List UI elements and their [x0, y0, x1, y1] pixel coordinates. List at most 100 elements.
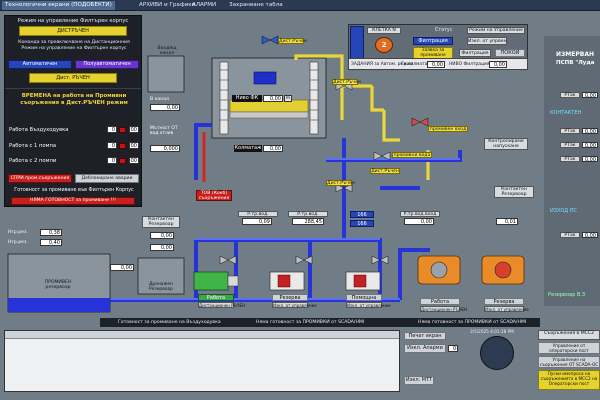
- pump-3-state: Помощна: [346, 294, 382, 301]
- flow-value-2: 166: [350, 220, 374, 227]
- turbidity-value[interactable]: 0,000: [150, 145, 180, 152]
- level2-label: Нгр.рез.: [8, 240, 28, 245]
- flow-value-1: 166: [350, 211, 374, 218]
- row-blower-sec[interactable]: 00: [129, 126, 139, 133]
- ptr-value[interactable]: 0,09: [242, 218, 272, 225]
- mcc-title: Съоръжения в MCC2: [538, 330, 600, 340]
- setpoint-label: ЗАДАНИЯ за Автом. режим: [351, 62, 414, 67]
- valve-main[interactable]: [373, 151, 391, 161]
- setpoint-value-2[interactable]: 0,00: [489, 61, 507, 68]
- tab-alarms[interactable]: АЛАРМИ: [192, 2, 217, 8]
- rest-button[interactable]: ПОКОЙ: [495, 49, 525, 57]
- row-label-pump2: Работа с 2 помпи: [9, 158, 57, 164]
- semi-auto-button[interactable]: Полуавтоматичен: [75, 60, 139, 69]
- channel-value[interactable]: 0,00: [150, 104, 180, 111]
- meas-row-5-value[interactable]: 0,00: [582, 232, 598, 239]
- blower-1[interactable]: [417, 255, 461, 285]
- valve-air-2[interactable]: [411, 117, 429, 127]
- valve-bottom-3[interactable]: [371, 255, 389, 265]
- row-pump1-sec[interactable]: 00: [129, 142, 139, 149]
- inlet-value[interactable]: 0,00: [263, 145, 283, 152]
- wash-reservoir-label: ПРОМИВЕН резервоар: [44, 280, 72, 290]
- blower-2[interactable]: [481, 255, 525, 285]
- level-unit: m: [284, 95, 292, 102]
- inlet-label: Колматаж: [234, 145, 262, 152]
- ptr-label: Р.тр.вод.: [238, 211, 278, 217]
- excluded-label: Изкл. от упрвен.: [467, 37, 509, 45]
- blower-1-tag: Дистанционен РЪЧЕН: [420, 306, 468, 312]
- level1-value[interactable]: 0,38: [40, 229, 62, 236]
- pump-2-tag: Изкл. от управление: [272, 302, 317, 308]
- mtt-off-button[interactable]: Изкл. MTT: [404, 376, 434, 385]
- pump-1[interactable]: [193, 271, 239, 291]
- status-bar: Готовност за промиване на Въздуходувка Н…: [100, 318, 540, 327]
- filter-left-gauge: [219, 61, 229, 135]
- blower-2-tag: Изкл. от управление: [484, 306, 529, 312]
- meas-row-5-label: РТак: [560, 232, 580, 238]
- valve-bottom-2[interactable]: [295, 255, 313, 265]
- left-control-panel: Режим на управление Филтърен корпус ДИСТ…: [4, 15, 142, 207]
- cmd-title: Команда за превключване на Дистанционния…: [18, 40, 130, 51]
- level2-value[interactable]: 0,40: [40, 239, 62, 246]
- air-value[interactable]: 0,00: [404, 218, 434, 225]
- row-pump1-min[interactable]: 0: [107, 142, 117, 149]
- inlet-channel-title: Входящ канал: [157, 46, 177, 56]
- row-blower-indicator: [119, 127, 126, 133]
- reserve-a-value[interactable]: 0,00: [150, 232, 174, 239]
- reserve-b-value[interactable]: 0,00: [150, 244, 174, 251]
- contact-reservoir-label: Контактен Резервоар: [494, 186, 534, 198]
- auto-button[interactable]: Автоматичен: [8, 60, 72, 69]
- meas-row-3-value[interactable]: 0,00: [582, 142, 598, 149]
- turbidity-label: Мътност ОТ вод.отлив: [150, 126, 178, 136]
- alarm-off-button[interactable]: Изкл. Аларми: [404, 344, 446, 353]
- valve-top[interactable]: [261, 35, 279, 45]
- valve-center[interactable]: [335, 183, 353, 193]
- meas-row-4-value[interactable]: 0,00: [582, 156, 598, 163]
- inlet-channel-box: [147, 55, 185, 93]
- unblock-button[interactable]: Деблокиране аварии: [75, 174, 139, 183]
- setpoint-cap1: Гр.колматаж: [401, 62, 432, 67]
- clock-icon: [480, 336, 514, 370]
- scada-control-button[interactable]: Управление на съоръжения ОТ SCADA-OC: [538, 356, 600, 368]
- pin-label: Р.тр.вод.: [288, 211, 328, 217]
- setpoint-value-1[interactable]: 0,00: [427, 61, 445, 68]
- tab-tech-screens[interactable]: Технологични екрани (ПОДОБЕКТИ): [2, 1, 115, 10]
- row-pump2-sec[interactable]: 00: [129, 157, 139, 164]
- row-pump2-min[interactable]: 0: [107, 157, 117, 164]
- pump-3[interactable]: [345, 271, 381, 291]
- wash-request-button[interactable]: Заявка за промиване: [413, 47, 453, 59]
- print-screen-button[interactable]: Печат екран: [404, 332, 446, 340]
- tov-label: ТОВ (Кокб) съоръжения: [196, 190, 232, 201]
- pin-value[interactable]: 288,45: [292, 218, 324, 225]
- pump-flow-value[interactable]: 0,00: [110, 264, 134, 271]
- setpoint-bar: ЗАДАНИЯ за Автом. режим Гр.колматаж 0,00…: [348, 58, 528, 70]
- pump-1-state: Работа: [198, 294, 234, 301]
- filter-level-block: [253, 71, 277, 85]
- meas-row-3-label: РТак: [560, 142, 580, 148]
- pump-3-tag: Изкл. от управление: [346, 302, 391, 308]
- meas-row-1-value[interactable]: 0,00: [582, 92, 598, 99]
- filtration-button[interactable]: Филтрация: [413, 37, 453, 45]
- drain-reservoir-label: Дренажен Резервоар: [148, 282, 173, 292]
- alarm-list[interactable]: [4, 330, 400, 392]
- contacts-title: КОНТАКТЕН: [550, 110, 582, 116]
- level1-label: Нгр.рез.: [8, 230, 28, 235]
- tab-archives[interactable]: АРХИВИ и Графики: [139, 2, 196, 8]
- mcc-operator-button[interactable]: Управление от операторски пост: [538, 342, 600, 354]
- level-value[interactable]: 0,00: [263, 95, 283, 102]
- meas-row-4-label: РТак: [560, 156, 580, 162]
- pump-2[interactable]: [269, 271, 305, 291]
- stop-button[interactable]: СПРИ пром.съоръжения: [8, 174, 72, 183]
- meas-row-1-label: РТак: [560, 92, 580, 98]
- valve-bottom-1[interactable]: [219, 255, 237, 265]
- air2-value[interactable]: 0,01: [496, 218, 518, 225]
- measurements-panel: ИЗМЕРВАН ПСПВ "Луда РТак 0,00 КОНТАКТЕН …: [544, 36, 600, 306]
- tab-power[interactable]: Захранване табла: [229, 2, 283, 8]
- tab-bar: Технологични екрани (ПОДОБЕКТИ) АРХИВИ и…: [0, 0, 600, 11]
- row-blower-min[interactable]: 0: [107, 126, 117, 133]
- alarm-count: 0: [448, 345, 458, 352]
- status-left: Готовност за промиване на Въздуходувка: [118, 319, 221, 325]
- manual-button[interactable]: Дист. РЪЧЕН: [29, 73, 117, 83]
- meas-row-2-value[interactable]: 0,00: [582, 128, 598, 135]
